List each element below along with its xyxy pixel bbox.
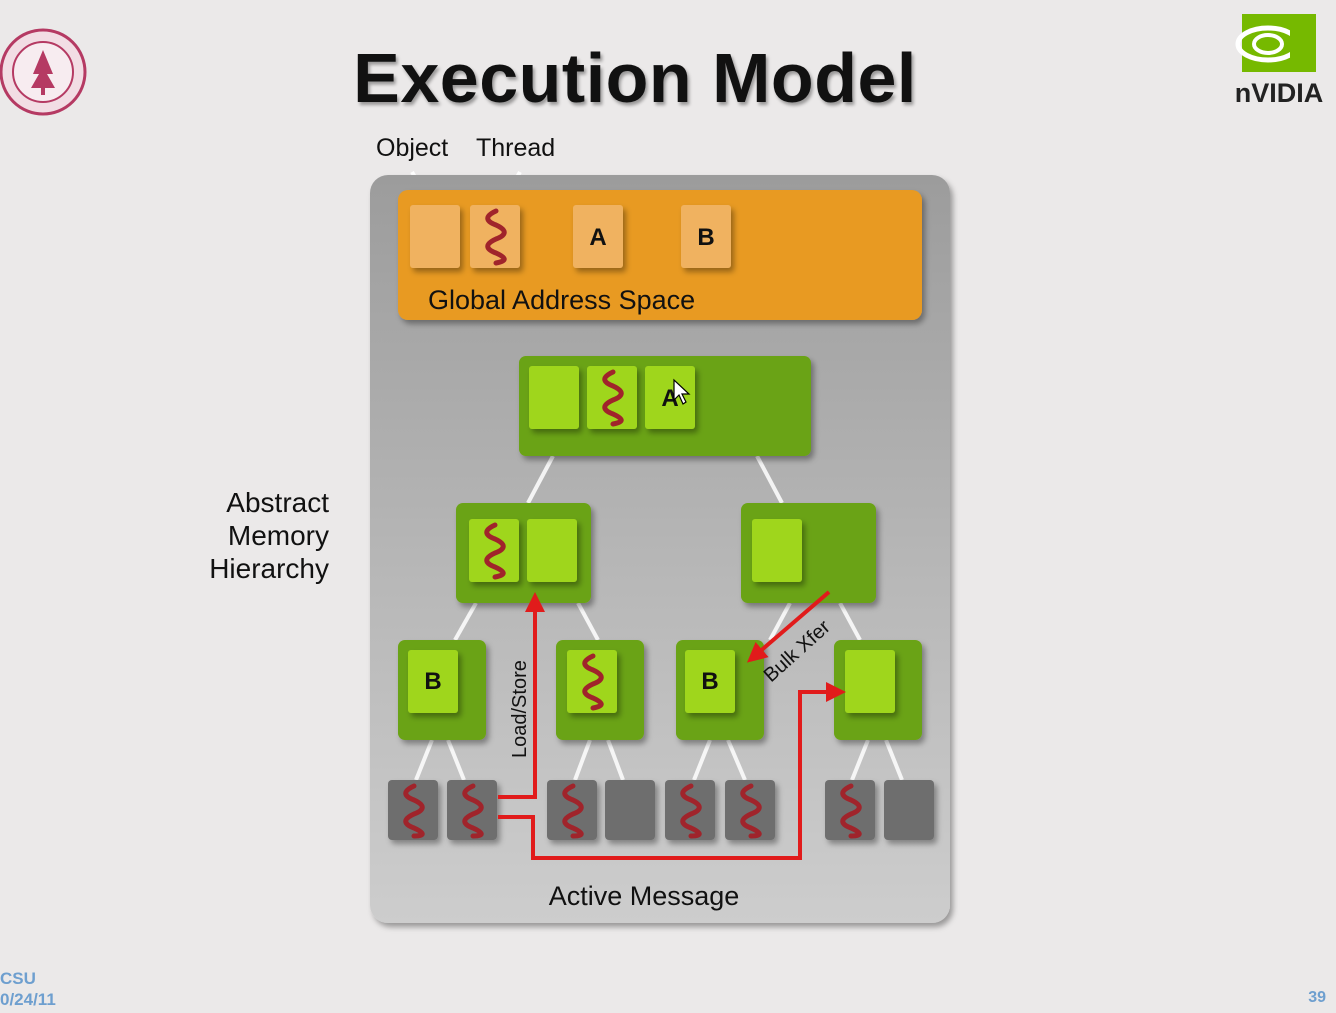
thread-square	[587, 366, 637, 429]
object-a-label: A	[589, 224, 606, 251]
leaf-thread-square	[725, 780, 775, 840]
nvidia-logo-text: nVIDIA	[1235, 78, 1324, 108]
active-message-label: Active Message	[549, 881, 740, 911]
load-store-arrow	[498, 592, 545, 799]
thread-icon	[602, 369, 624, 427]
page-number: 39	[1308, 989, 1326, 1006]
nvidia-logo: nVIDIA	[1222, 14, 1336, 115]
mouse-cursor-icon	[673, 378, 691, 405]
object-b-square	[681, 205, 731, 268]
thread-square	[469, 519, 519, 582]
object-b-square	[408, 650, 458, 713]
leaf-processors	[388, 780, 934, 840]
stanford-seal-icon	[0, 28, 87, 116]
object-b-label: B	[424, 668, 441, 695]
legend-thread-label: Thread	[476, 134, 556, 162]
object-b-square	[685, 650, 735, 713]
thread-icon	[840, 783, 862, 839]
global-address-space	[398, 190, 922, 320]
leaf-square	[605, 780, 655, 840]
object-square	[845, 650, 895, 713]
thread-icon	[462, 783, 484, 839]
thread-icon	[562, 783, 584, 839]
side-label-line: Memory	[227, 520, 329, 551]
thread-icon	[680, 783, 702, 839]
object-square	[410, 205, 460, 268]
leaf-thread-square	[447, 780, 497, 840]
thread-icon	[582, 653, 604, 711]
tree-connectors	[414, 455, 904, 781]
leaf-thread-square	[825, 780, 875, 840]
leaf-thread-square	[388, 780, 438, 840]
load-store-label: Load/Store	[509, 660, 531, 758]
object-square	[752, 519, 802, 582]
thread-square	[470, 205, 520, 268]
nvidia-logo-icon: nVIDIA	[1235, 14, 1324, 108]
thread-icon	[485, 208, 507, 266]
object-b-label: B	[701, 668, 718, 695]
side-label-line: Abstract	[226, 487, 329, 518]
thread-icon	[484, 522, 506, 580]
object-square	[527, 519, 577, 582]
thread-icon	[740, 783, 762, 839]
thread-square	[567, 650, 617, 713]
object-a-square	[645, 366, 695, 429]
legend-object-label: Object	[376, 134, 449, 162]
thread-icon	[403, 783, 425, 839]
footer-date: 0/24/11	[0, 990, 56, 1009]
active-message-arrow	[498, 682, 846, 860]
footer-left: CSU 0/24/11	[0, 968, 56, 1010]
side-label-line: Hierarchy	[209, 553, 329, 584]
object-square	[529, 366, 579, 429]
abstract-memory-hierarchy-label: Abstract Memory Hierarchy	[209, 486, 329, 585]
slide-title: Execution Model	[353, 39, 917, 117]
object-b-label: B	[697, 224, 714, 251]
leaf-thread-square	[547, 780, 597, 840]
leaf-square	[884, 780, 934, 840]
global-address-space-label: Global Address Space	[428, 285, 695, 315]
footer-org: CSU	[0, 969, 36, 988]
bulk-xfer-arrow	[746, 590, 831, 663]
leaf-thread-square	[665, 780, 715, 840]
object-a-square	[573, 205, 623, 268]
